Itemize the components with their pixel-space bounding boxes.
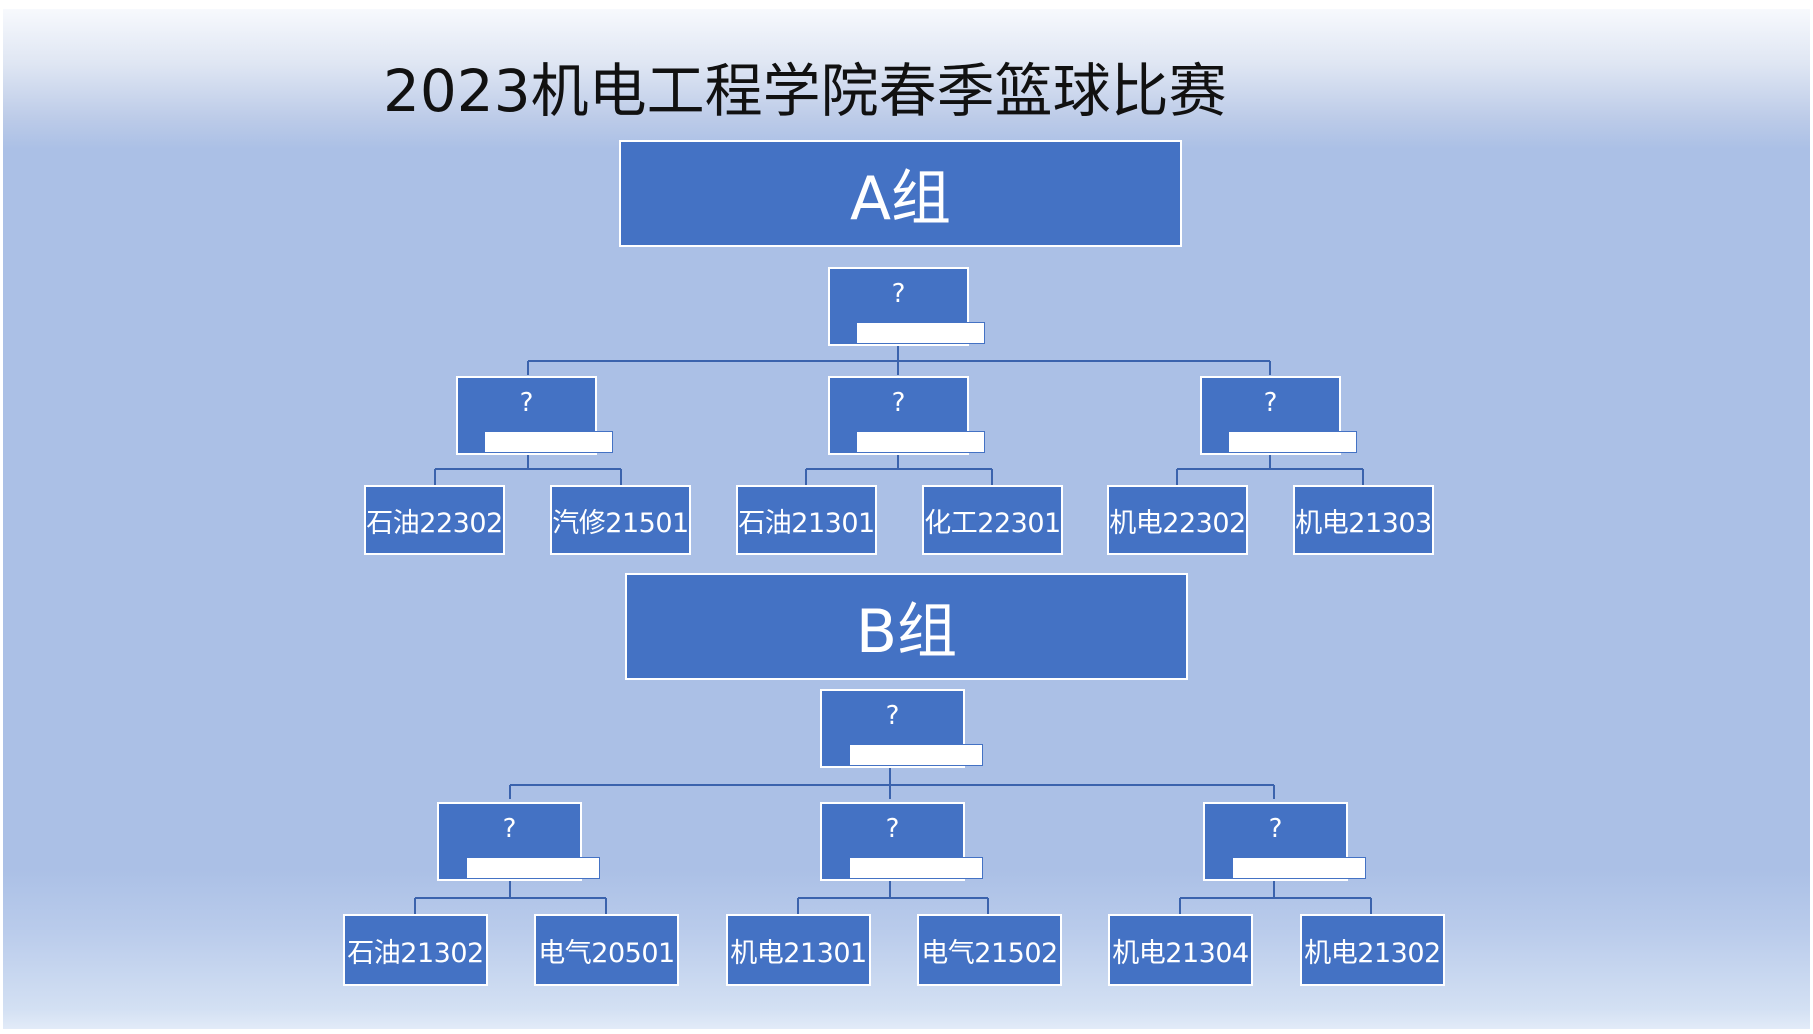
- group-a-team-4: 化工22301: [922, 485, 1063, 555]
- group-b-final-label-box: [849, 744, 983, 766]
- group-b-team-2: 电气20501: [534, 914, 679, 986]
- group-a-team-5: 机电22302: [1107, 485, 1248, 555]
- group-a-team-6: 机电21303: [1293, 485, 1434, 555]
- group-a-final-label-box: [856, 322, 985, 344]
- slide-title: 2023机电工程学院春季篮球比赛: [383, 57, 1227, 125]
- group-a-team-2: 汽修21501: [550, 485, 691, 555]
- group-a-header: A组: [619, 140, 1182, 247]
- group-b-semi-3-label-box: [1232, 857, 1366, 879]
- group-b-header: B组: [625, 573, 1188, 680]
- group-a-semi-1-label-box: [484, 431, 613, 453]
- group-a-semi-3-label-box: [1228, 431, 1357, 453]
- group-b-team-5: 机电21304: [1108, 914, 1253, 986]
- group-a-team-3: 石油21301: [736, 485, 877, 555]
- group-b-semi-2-label-box: [849, 857, 983, 879]
- slide: 2023机电工程学院春季篮球比赛 A组 ? ? ? ? 石油22302 汽修21…: [3, 9, 1810, 1029]
- group-b-team-1: 石油21302: [343, 914, 488, 986]
- group-a-semi-2-label-box: [856, 431, 985, 453]
- group-b-team-3: 机电21301: [726, 914, 871, 986]
- group-b-team-6: 机电21302: [1300, 914, 1445, 986]
- group-b-team-4: 电气21502: [917, 914, 1062, 986]
- group-a-team-1: 石油22302: [364, 485, 505, 555]
- group-b-semi-1-label-box: [466, 857, 600, 879]
